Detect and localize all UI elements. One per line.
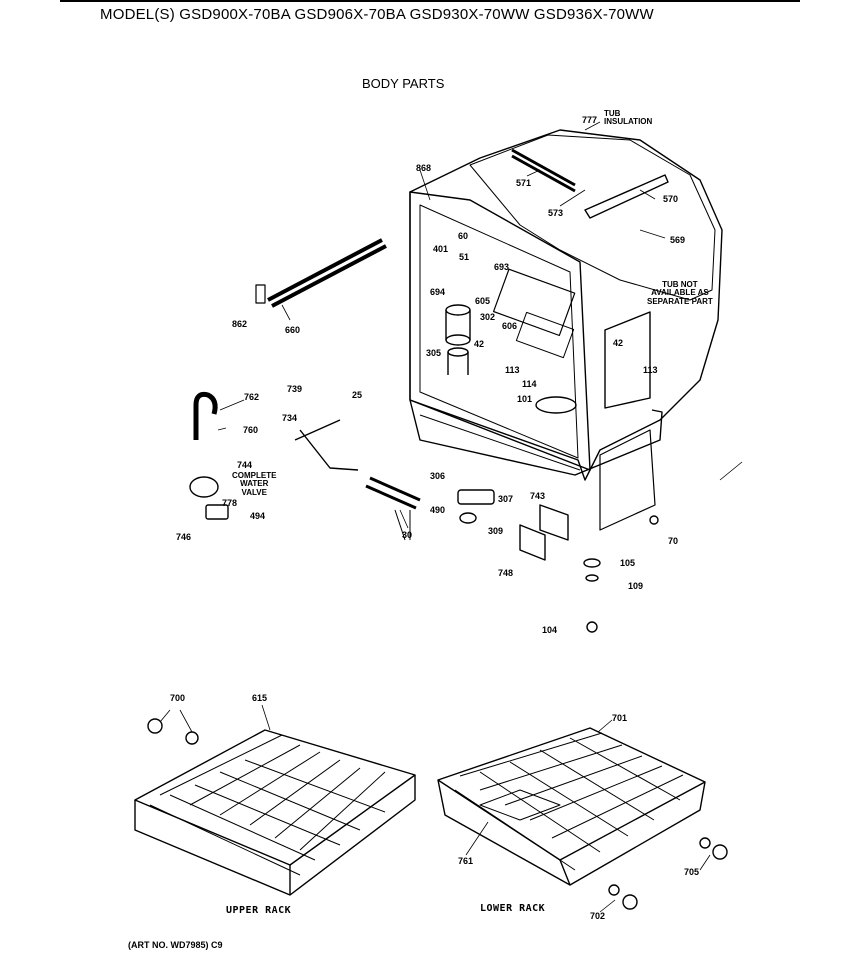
part-label-760: 760 bbox=[243, 425, 259, 435]
part-label-101: 101 bbox=[517, 394, 533, 404]
part-label-606: 606 bbox=[502, 321, 518, 331]
part-label-51: 51 bbox=[459, 252, 470, 262]
part-label-70: 70 bbox=[668, 536, 679, 546]
upper-rack bbox=[134, 729, 416, 896]
part-label-573: 573 bbox=[548, 208, 564, 218]
part-label-761: 761 bbox=[458, 856, 474, 866]
insulation-strip bbox=[511, 148, 576, 193]
part-label-401: 401 bbox=[433, 244, 449, 254]
part-label-701: 701 bbox=[612, 713, 628, 723]
part-label-762: 762 bbox=[244, 392, 260, 402]
model-header: MODEL(S) GSD900X-70BA GSD906X-70BA GSD93… bbox=[100, 6, 654, 23]
wash-arm bbox=[584, 174, 669, 219]
part-label-30: 30 bbox=[402, 530, 413, 540]
part-label-307: 307 bbox=[498, 494, 514, 504]
part-label-494: 494 bbox=[250, 511, 266, 521]
part-label-302: 302 bbox=[480, 312, 496, 322]
part-label-746: 746 bbox=[176, 532, 192, 542]
part-label-862: 862 bbox=[232, 319, 248, 329]
part-label-104: 104 bbox=[542, 625, 558, 635]
note-tub-insulation: TUB INSULATION bbox=[604, 109, 653, 127]
inlet-hose bbox=[193, 392, 218, 440]
part-label-490: 490 bbox=[430, 505, 446, 515]
water-valve bbox=[189, 476, 219, 498]
note-tub-not-available: TUB NOT AVAILABLE AS SEPARATE PART bbox=[647, 280, 713, 306]
door-gasket bbox=[267, 238, 387, 308]
part-label-748: 748 bbox=[498, 568, 514, 578]
part-label-114: 114 bbox=[522, 379, 537, 389]
part-label-105: 105 bbox=[620, 558, 636, 568]
tub-front-frame bbox=[409, 191, 591, 471]
part-label-744: 744 bbox=[237, 460, 253, 470]
part-label-605: 605 bbox=[475, 296, 491, 306]
section-title: BODY PARTS bbox=[362, 76, 445, 91]
upper-rack-caption: UPPER RACK bbox=[226, 905, 292, 916]
part-label-615: 615 bbox=[252, 693, 268, 703]
part-label-42b: 42 bbox=[613, 338, 624, 348]
part-label-571: 571 bbox=[516, 178, 532, 188]
part-label-113a: 113 bbox=[505, 365, 520, 375]
lower-rack-caption: LOWER RACK bbox=[480, 903, 546, 914]
part-label-743: 743 bbox=[530, 491, 546, 501]
art-number: (ART NO. WD7985) C9 bbox=[128, 940, 223, 950]
lower-rack bbox=[437, 727, 706, 886]
part-label-569: 569 bbox=[670, 235, 686, 245]
power-cord bbox=[294, 419, 359, 471]
part-label-306: 306 bbox=[430, 471, 446, 481]
part-label-734: 734 bbox=[282, 413, 298, 423]
side-bracket bbox=[604, 311, 651, 409]
part-label-570: 570 bbox=[663, 194, 679, 204]
part-label-113b: 113 bbox=[643, 365, 658, 375]
part-label-693: 693 bbox=[494, 262, 510, 272]
part-label-42a: 42 bbox=[474, 339, 485, 349]
part-label-777: 777 bbox=[582, 115, 598, 125]
heating-element bbox=[365, 476, 421, 510]
part-label-309: 309 bbox=[488, 526, 504, 536]
tub-body bbox=[409, 129, 723, 481]
part-label-305: 305 bbox=[426, 348, 442, 358]
part-label-60: 60 bbox=[458, 231, 469, 241]
part-label-739: 739 bbox=[287, 384, 303, 394]
part-label-694: 694 bbox=[430, 287, 446, 297]
part-label-25: 25 bbox=[352, 390, 363, 400]
note-complete-water-valve: COMPLETE WATER VALVE bbox=[232, 471, 277, 497]
part-label-868: 868 bbox=[416, 163, 432, 173]
part-label-660: 660 bbox=[285, 325, 301, 335]
part-label-109: 109 bbox=[628, 581, 644, 591]
tub-top-insulation bbox=[469, 134, 716, 301]
top-rule bbox=[60, 0, 800, 2]
part-label-778: 778 bbox=[222, 498, 238, 508]
part-label-705: 705 bbox=[684, 867, 700, 877]
part-label-700: 700 bbox=[170, 693, 186, 703]
part-label-702: 702 bbox=[590, 911, 606, 921]
base-frame bbox=[409, 399, 663, 476]
